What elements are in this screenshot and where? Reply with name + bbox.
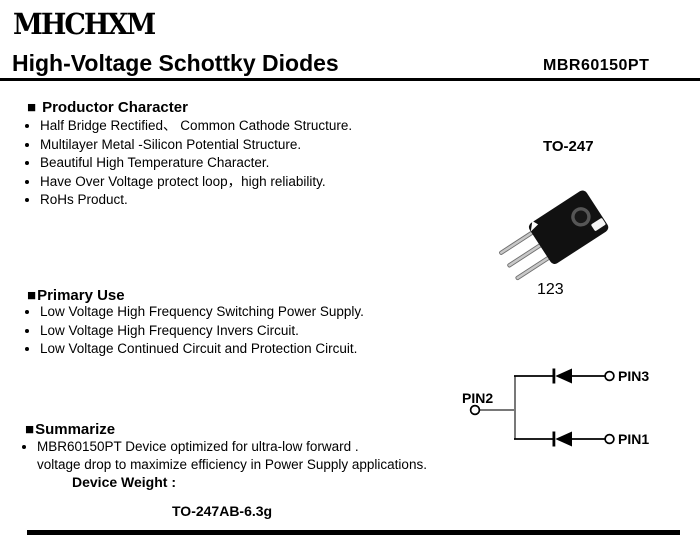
list-item: Multilayer Metal -Silicon Potential Stru…	[40, 136, 490, 155]
footer-bar	[27, 530, 680, 535]
summarize-continuation: voltage drop to maximize efficiency in P…	[37, 457, 427, 472]
primary-use-list: Low Voltage High Frequency Switching Pow…	[0, 303, 490, 359]
section-title: Summarize	[35, 421, 116, 438]
list-item: RoHs Product.	[40, 191, 490, 210]
header-divider	[0, 78, 700, 81]
diode-cathode-bar	[552, 431, 556, 447]
pin2-label: PIN2	[462, 390, 493, 406]
package-name-label: TO-247	[543, 138, 594, 155]
pin1-label: PIN1	[618, 431, 649, 447]
section-heading-primary-use: ■ Primary Use	[27, 287, 125, 304]
package-corner-notch	[530, 220, 539, 232]
brand-logo: MHCHXM	[13, 8, 156, 42]
part-number: MBR60150PT	[543, 57, 650, 74]
summarize-list: MBR60150PT Device optimized for ultra-lo…	[0, 438, 517, 457]
diode-cathode-bar	[552, 368, 556, 384]
device-weight-label: Device Weight :	[72, 474, 176, 490]
list-item: MBR60150PT Device optimized for ultra-lo…	[37, 438, 517, 457]
device-weight-value: TO-247AB-6.3g	[172, 503, 273, 519]
pin-numbers-label: 123	[537, 281, 564, 298]
mounting-hole	[571, 207, 591, 227]
diode-symbol	[555, 368, 572, 384]
terminal-circle	[469, 404, 481, 416]
section-heading-summarize: ■ Summarize	[25, 421, 115, 438]
list-item: Beautiful High Temperature Character.	[40, 154, 490, 173]
section-title: Primary Use	[37, 287, 125, 304]
package-notch	[591, 218, 606, 231]
pin3-label: PIN3	[618, 368, 649, 384]
section-marker-icon: ■	[27, 99, 37, 116]
section-title: Productor Character	[42, 99, 188, 116]
list-item: Half Bridge Rectified、 Common Cathode St…	[40, 117, 490, 136]
list-item: Low Voltage Continued Circuit and Protec…	[40, 340, 490, 359]
list-item: Low Voltage High Frequency Switching Pow…	[40, 303, 490, 322]
productor-character-list: Half Bridge Rectified、 Common Cathode St…	[0, 117, 490, 210]
section-marker-icon: ■	[25, 421, 35, 438]
to247-package-image	[499, 190, 609, 281]
diode-symbol	[555, 431, 572, 447]
package-body	[528, 190, 609, 264]
section-heading-productor-character: ■ Productor Character	[27, 99, 188, 116]
list-item: Low Voltage High Frequency Invers Circui…	[40, 322, 490, 341]
terminal-circle	[604, 370, 615, 382]
circuit-diagram: PIN3 PIN1 PIN2	[462, 368, 649, 447]
terminal-circle	[604, 433, 615, 445]
list-item: Have Over Voltage protect loop，high reli…	[40, 173, 490, 192]
page-title: High-Voltage Schottky Diodes	[10, 50, 345, 80]
section-marker-icon: ■	[27, 287, 37, 304]
